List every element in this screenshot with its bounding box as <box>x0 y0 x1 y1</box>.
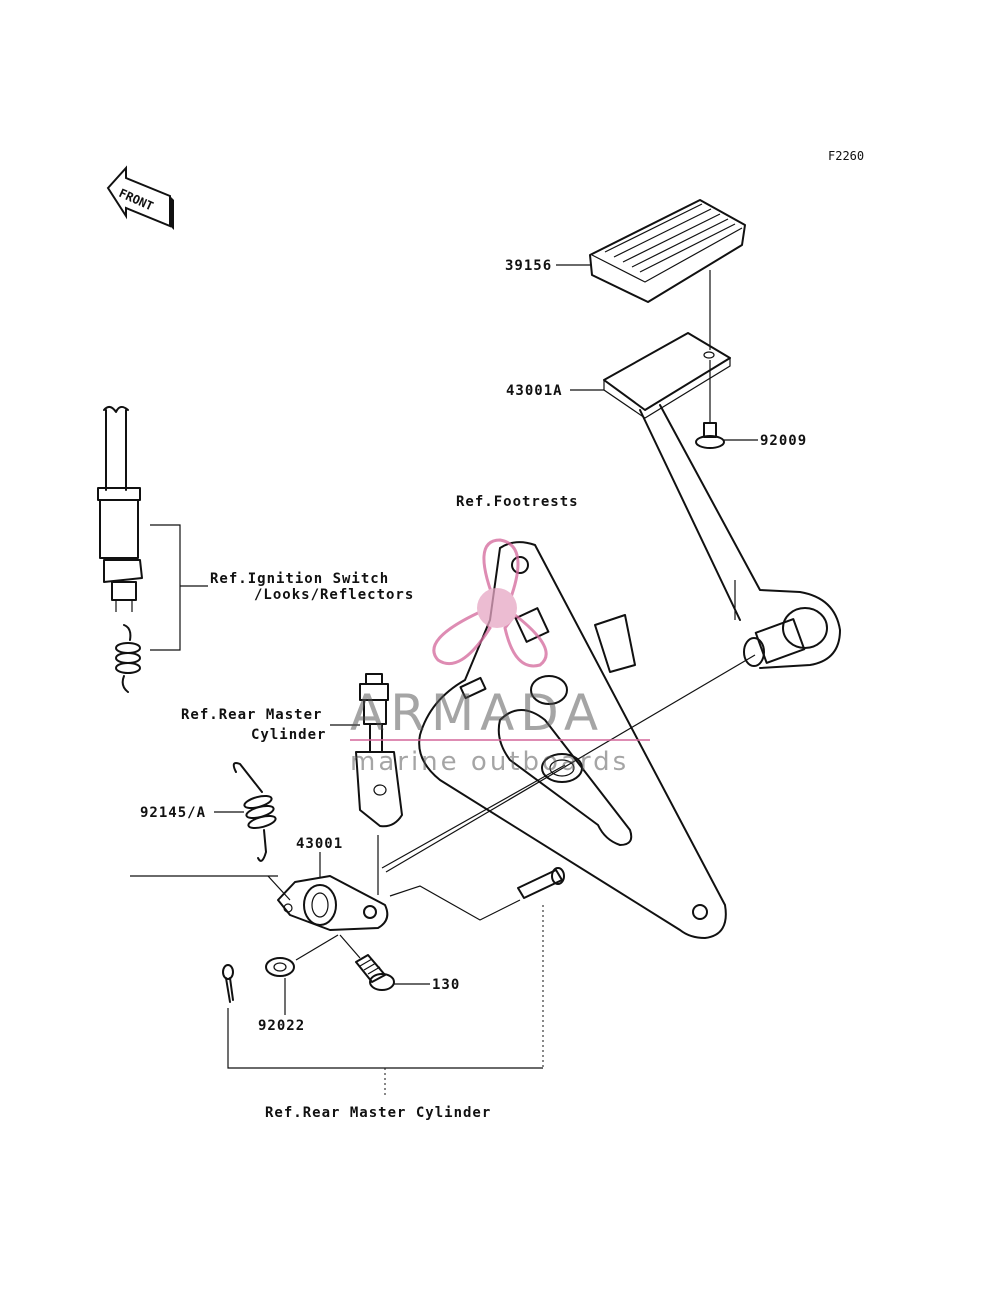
part-label-43001: 43001 <box>296 836 343 852</box>
part-label-92009: 92009 <box>760 433 807 449</box>
pedal-rubber-part <box>589 199 746 303</box>
watermark-brand: ARMADA <box>350 684 604 742</box>
ref-ignition-label-line2: /Looks/Reflectors <box>254 587 414 603</box>
part-label-92145A: 92145/A <box>140 805 206 821</box>
cotter-pin-part <box>222 964 234 1003</box>
part-label-92022: 92022 <box>258 1018 305 1034</box>
return-spring-part <box>232 762 277 862</box>
master-cylinder-rod-part <box>355 673 403 828</box>
ref-rear-master-bottom-label: Ref.Rear Master Cylinder <box>265 1105 491 1121</box>
pedal-plate-part <box>603 332 731 419</box>
part-label-39156: 39156 <box>505 258 552 274</box>
bolt-92009-part <box>695 422 725 449</box>
clevis-pin-part <box>517 867 565 899</box>
part-label-43001A: 43001A <box>506 383 563 399</box>
armada-watermark: ARMADA marine outboards <box>350 538 650 777</box>
propeller-logo-icon <box>432 538 548 668</box>
washer-part <box>265 957 295 977</box>
footrest-bracket <box>418 541 727 939</box>
ref-rear-master-label-line1: Ref.Rear Master <box>181 707 322 723</box>
ref-ignition-label-line1: Ref.Ignition Switch <box>210 571 389 587</box>
figure-code: F2260 <box>828 149 864 163</box>
ignition-switch-part <box>97 406 143 612</box>
ignition-spring-part <box>115 624 141 693</box>
pedal-arm-part <box>639 404 841 669</box>
ref-rear-master-label-line2: Cylinder <box>251 727 326 743</box>
front-arrow-icon: FRONT <box>106 165 174 230</box>
part-label-130: 130 <box>432 977 460 993</box>
pedal-lever-bracket-part <box>277 875 389 931</box>
bolt-130-part <box>355 954 395 991</box>
ref-footrests-label: Ref.Footrests <box>456 494 579 510</box>
watermark-tagline: marine outboards <box>350 747 629 777</box>
